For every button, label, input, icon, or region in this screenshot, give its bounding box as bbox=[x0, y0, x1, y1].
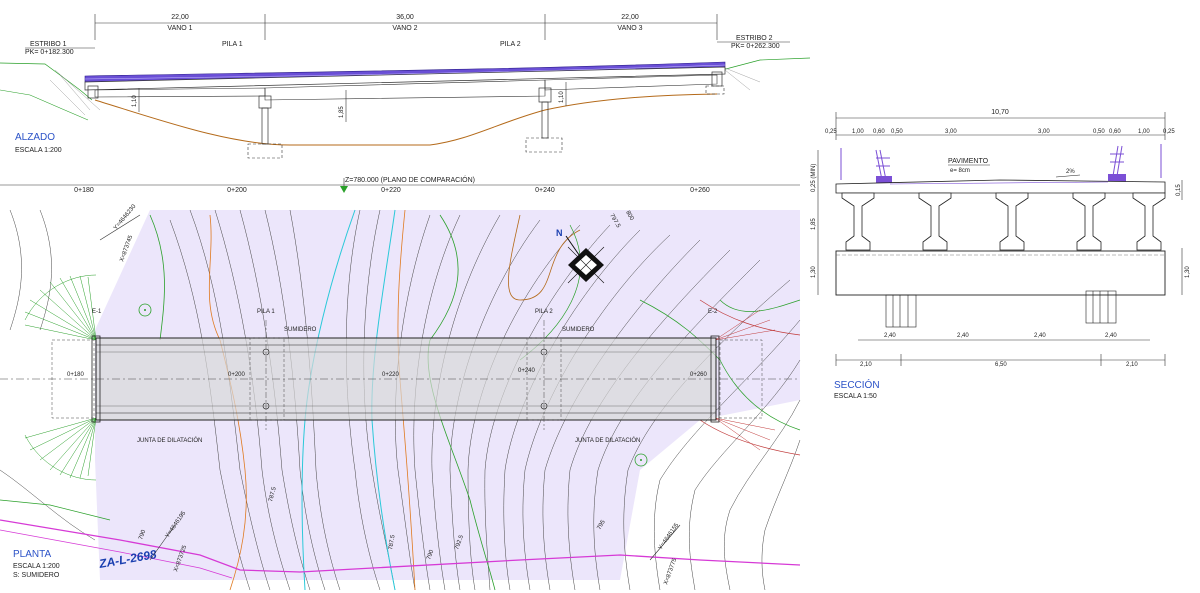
contour-label-2: 787.5 bbox=[268, 486, 278, 503]
abutment2-label: ESTRIBO 2 bbox=[736, 35, 773, 42]
pier2-label: PILA 2 bbox=[500, 41, 521, 48]
left-dim-2: 1,85 bbox=[811, 218, 817, 230]
plan-pier2-label: PILA 2 bbox=[535, 309, 553, 315]
contour-lines bbox=[0, 209, 801, 591]
tree-symbol-2 bbox=[634, 453, 648, 467]
top-dim-5: 3,00 bbox=[945, 129, 957, 135]
section-total-width: 10,70 bbox=[991, 109, 1009, 116]
plan-chainage-240: 0+240 bbox=[518, 368, 536, 374]
beam-spacing-2: 2,40 bbox=[957, 333, 969, 339]
drain-label-2: SUMIDERO bbox=[562, 327, 595, 333]
north-label: N bbox=[556, 228, 563, 238]
pavement-thickness: e= 8cm bbox=[950, 168, 970, 174]
plan-chainage-260: 0+260 bbox=[690, 372, 708, 378]
railing-left bbox=[840, 148, 890, 181]
plan-view: ZA-L-2698 E-1 E-2 PILA bbox=[0, 203, 801, 593]
top-dim-2: 1,00 bbox=[852, 129, 864, 135]
span1-length: 22,00 bbox=[171, 14, 189, 21]
plan-chainage-180: 0+180 bbox=[67, 372, 85, 378]
section-title: SECCIÓN bbox=[834, 378, 880, 391]
contour-label-6: 795 bbox=[597, 519, 608, 531]
bottom-dim-1: 2,10 bbox=[860, 362, 872, 368]
plan-scale: ESCALA 1:200 bbox=[13, 563, 60, 570]
drain-label-1: SUMIDERO bbox=[284, 327, 317, 333]
contour-label-3: 787.5 bbox=[388, 534, 397, 550]
right-dim-1: 0,15 bbox=[1176, 184, 1182, 196]
top-dim-4: 0,50 bbox=[891, 129, 903, 135]
plan-chainage-220: 0+220 bbox=[382, 372, 400, 378]
chainage-200: 0+200 bbox=[227, 187, 247, 194]
plan-pier1-label: PILA 1 bbox=[257, 309, 275, 315]
chainage-240: 0+240 bbox=[535, 187, 555, 194]
bottom-dim-3: 2,10 bbox=[1126, 362, 1138, 368]
right-dim-2: 1,30 bbox=[1185, 266, 1191, 278]
plan-abutment1-label: E-1 bbox=[92, 309, 102, 315]
height-label-1: 1,10 bbox=[132, 95, 138, 107]
reference-plane-label: Z=780.000 (PLANO DE COMPARACIÓN) bbox=[345, 175, 475, 184]
chainage-260: 0+260 bbox=[690, 187, 710, 194]
bottom-dim-2: 6,50 bbox=[995, 362, 1007, 368]
pavement-label: PAVIMENTO bbox=[948, 158, 989, 165]
coord-label-1: Y=4646230 bbox=[113, 203, 138, 231]
top-dim-6: 3,00 bbox=[1038, 129, 1050, 135]
span1-name: VANO 1 bbox=[167, 25, 192, 32]
span2-name: VANO 2 bbox=[392, 25, 417, 32]
chainage-220: 0+220 bbox=[381, 187, 401, 194]
abutment1-label: ESTRIBO 1 bbox=[30, 41, 67, 48]
contour-label-5: 792.5 bbox=[454, 534, 465, 551]
north-arrow-icon bbox=[565, 235, 605, 284]
section-view: 10,70 0,25 1,00 0,60 0,50 3,00 3,00 0,50… bbox=[811, 109, 1191, 400]
joint-label-2: JUNTA DE DILATACIÓN bbox=[575, 437, 640, 444]
abutment1-pk: PK= 0+182.300 bbox=[25, 49, 74, 56]
beam-spacing-1: 2,40 bbox=[884, 333, 896, 339]
pier1-label: PILA 1 bbox=[222, 41, 243, 48]
joint-label-1: JUNTA DE DILATACIÓN bbox=[137, 437, 202, 444]
top-dim-3: 0,60 bbox=[873, 129, 885, 135]
top-dim-10: 0,25 bbox=[1163, 129, 1175, 135]
elevation-title: ALZADO bbox=[15, 132, 55, 143]
tree-symbol-1 bbox=[138, 303, 152, 317]
height-label-2: 1,85 bbox=[339, 106, 345, 118]
plan-legend: S: SUMIDERO bbox=[13, 572, 60, 579]
precast-beams bbox=[841, 192, 1166, 251]
pier-columns bbox=[885, 290, 1117, 328]
abutment2-pk: PK= 0+262.300 bbox=[731, 43, 780, 50]
slope-label: 2% bbox=[1066, 169, 1075, 175]
top-dim-9: 1,00 bbox=[1138, 129, 1150, 135]
railing-right bbox=[1110, 144, 1162, 178]
left-dim-1: 0,25 (MIN) bbox=[811, 164, 817, 192]
top-dim-1: 0,25 bbox=[825, 129, 837, 135]
plan-abutment2-label: E-2 bbox=[708, 309, 718, 315]
height-label-3: 1,10 bbox=[559, 91, 565, 103]
left-dim-3: 1,30 bbox=[811, 266, 817, 278]
plan-chainage-200: 0+200 bbox=[228, 372, 246, 378]
elevation-scale: ESCALA 1:200 bbox=[15, 147, 62, 154]
contour-label-8: 800 bbox=[624, 210, 635, 222]
top-dim-8: 0,60 bbox=[1109, 129, 1121, 135]
beam-spacing-3: 2,40 bbox=[1034, 333, 1046, 339]
span3-name: VANO 3 bbox=[617, 25, 642, 32]
span2-length: 36,00 bbox=[396, 14, 414, 21]
chainage-180: 0+180 bbox=[74, 187, 94, 194]
top-dim-7: 0,50 bbox=[1093, 129, 1105, 135]
plan-title: PLANTA bbox=[13, 549, 51, 560]
contour-label-1: 790 bbox=[138, 529, 147, 541]
wingwall-left bbox=[24, 274, 97, 481]
section-scale: ESCALA 1:50 bbox=[834, 393, 877, 400]
wingwall-right bbox=[714, 309, 776, 451]
beam-spacing-4: 2,40 bbox=[1105, 333, 1117, 339]
span3-length: 22,00 bbox=[621, 14, 639, 21]
elevation-view: 22,00 VANO 1 36,00 VANO 2 22,00 VANO 3 E… bbox=[0, 14, 811, 194]
contour-label-4: 790 bbox=[426, 549, 435, 561]
